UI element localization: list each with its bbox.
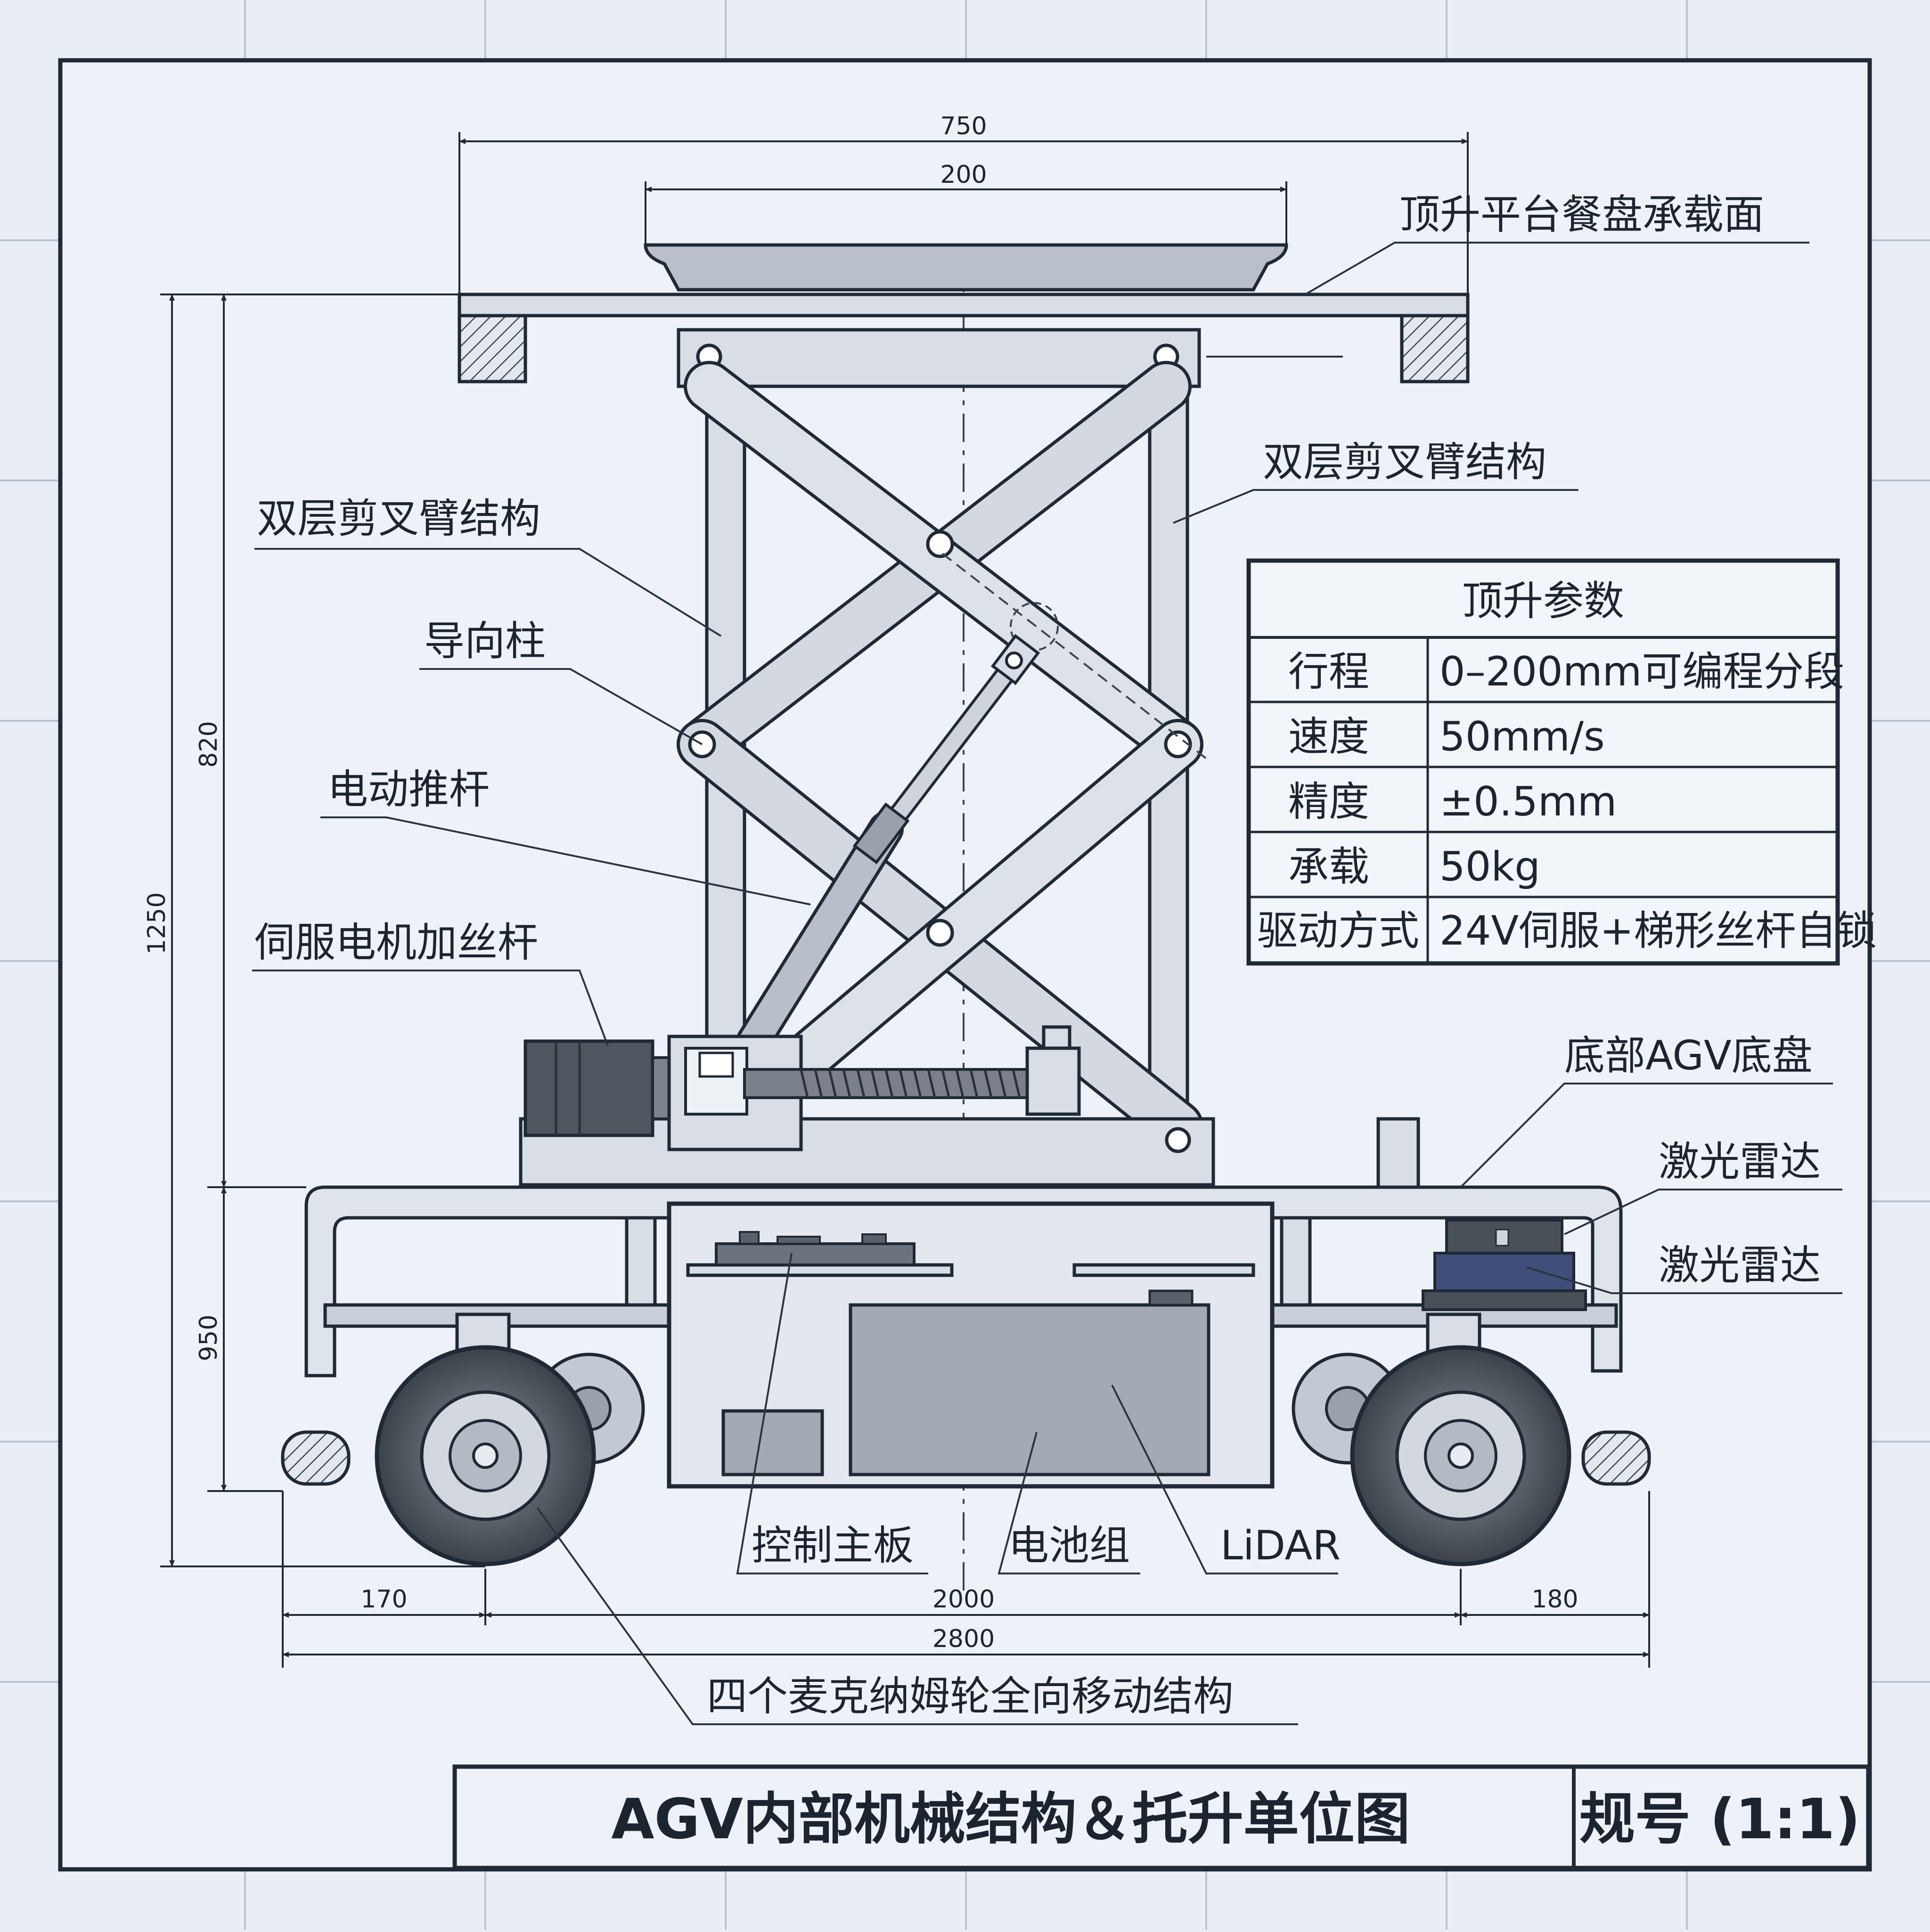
label-chassis: 底部AGV底盘 bbox=[1564, 1032, 1813, 1079]
platform-lip-left bbox=[458, 314, 527, 383]
label-lidar-en: LiDAR bbox=[1220, 1522, 1341, 1569]
control-module bbox=[721, 1409, 824, 1476]
servo-motor bbox=[523, 1039, 654, 1137]
label-control-board: 控制主板 bbox=[752, 1522, 914, 1569]
chassis-frame bbox=[304, 1185, 1623, 1378]
platform-lip-right bbox=[1400, 314, 1470, 383]
control-board bbox=[715, 1242, 916, 1266]
dim-chassis-height: 950 bbox=[195, 1314, 223, 1361]
chassis-post bbox=[1376, 1117, 1420, 1189]
label-battery: 电池组 bbox=[1008, 1522, 1130, 1569]
dim-lift-height: 820 bbox=[195, 721, 223, 767]
dimension-texts: 750 200 820 1250 950 170 2000 180 2800 bbox=[143, 112, 1578, 1653]
drawing-title: AGV内部机械结构＆托升单位图 bbox=[611, 1786, 1410, 1851]
electric-actuator bbox=[736, 634, 1040, 1059]
bumper-right bbox=[1581, 1430, 1651, 1486]
dim-top-width: 750 bbox=[940, 112, 987, 140]
screw-end-bearing bbox=[1025, 1046, 1081, 1116]
upper-mount-plate bbox=[677, 328, 1201, 388]
mecanum-wheel-left bbox=[375, 1312, 645, 1566]
food-tray bbox=[644, 243, 1288, 292]
label-scissor-left: 双层剪叉臂结构 bbox=[257, 495, 540, 542]
table-value-precision: ±0.5mm bbox=[1439, 778, 1617, 825]
battery-shelf bbox=[1072, 1263, 1255, 1277]
table-value-speed: 50mm/s bbox=[1439, 713, 1605, 760]
pivot-icon bbox=[926, 530, 954, 558]
lift-parameter-table: 顶升参数 行程 0–200mm可编程分段 速度 50mm/s 精度 ±0.5mm… bbox=[1246, 558, 1877, 966]
lift-platform bbox=[458, 243, 1470, 388]
table-key-precision: 精度 bbox=[1288, 778, 1369, 825]
dim-wheelbase: 2000 bbox=[932, 1585, 995, 1614]
table-value-drive: 24V伺服+梯形丝杆自锁 bbox=[1439, 907, 1877, 954]
dim-total-length: 2800 bbox=[932, 1625, 995, 1653]
mecanum-wheel-right bbox=[1292, 1312, 1571, 1566]
battery-pack bbox=[849, 1303, 1210, 1476]
callout-labels: 顶升平台餐盘承载面 双层剪叉臂结构 双层剪叉臂结构 导向柱 电动推杆 伺服电机加… bbox=[254, 191, 1821, 1720]
leader-lines bbox=[252, 242, 1842, 1725]
table-key-stroke: 行程 bbox=[1288, 648, 1369, 695]
hidden-line bbox=[941, 553, 1207, 759]
dim-tray-width: 200 bbox=[940, 161, 987, 189]
pivot-icon bbox=[1164, 730, 1192, 758]
lidar-sensor bbox=[1422, 1219, 1587, 1311]
label-platform: 顶升平台餐盘承载面 bbox=[1399, 191, 1764, 238]
mecanum-wheels bbox=[375, 1312, 1571, 1566]
label-actuator: 电动推杆 bbox=[327, 766, 490, 813]
label-guide-column: 导向柱 bbox=[424, 618, 546, 665]
label-lidar-2: 激光雷达 bbox=[1659, 1242, 1821, 1289]
table-header: 顶升参数 bbox=[1462, 578, 1624, 625]
dim-total-height: 1250 bbox=[143, 892, 171, 954]
bumper-left bbox=[281, 1430, 351, 1486]
label-mecanum: 四个麦克纳姆轮全向移动结构 bbox=[707, 1673, 1234, 1720]
dimension-lines bbox=[160, 132, 1650, 1668]
table-key-drive: 驱动方式 bbox=[1257, 907, 1419, 954]
drawing-scale: 规号 (1:1) bbox=[1579, 1786, 1860, 1851]
label-lidar-1: 激光雷达 bbox=[1659, 1138, 1821, 1185]
servo-screw-assembly bbox=[519, 1025, 1215, 1187]
platform-plate bbox=[458, 293, 1470, 318]
pivot-icon bbox=[926, 919, 954, 947]
pivot-icon bbox=[1165, 1127, 1191, 1153]
dim-right-offset: 180 bbox=[1531, 1585, 1578, 1614]
title-block: AGV内部机械结构＆托升单位图 规号 (1:1) bbox=[452, 1764, 1871, 1870]
dim-left-offset: 170 bbox=[360, 1585, 407, 1614]
table-value-load: 50kg bbox=[1439, 843, 1540, 890]
agv-chassis bbox=[281, 1117, 1651, 1489]
control-board-shelf bbox=[686, 1263, 954, 1277]
label-scissor-right: 双层剪叉臂结构 bbox=[1263, 439, 1546, 486]
table-key-load: 承载 bbox=[1288, 843, 1369, 890]
table-key-speed: 速度 bbox=[1288, 713, 1369, 760]
table-value-stroke: 0–200mm可编程分段 bbox=[1439, 648, 1844, 695]
label-servo-screw: 伺服电机加丝杆 bbox=[254, 919, 538, 966]
